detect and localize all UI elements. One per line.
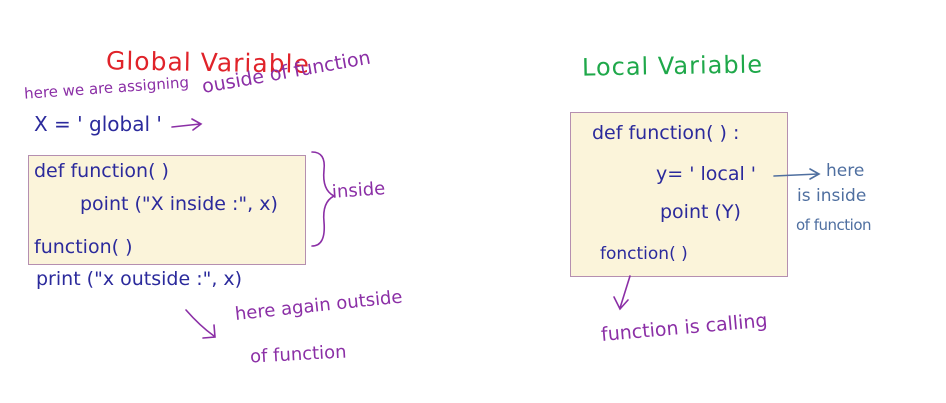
local-code-box <box>570 112 788 277</box>
local-code-line-3: point (Y) <box>660 201 741 223</box>
outside-arrow-icon <box>171 118 203 131</box>
again-outside-arrow-icon <box>185 309 216 339</box>
global-code-line-2: point ("X inside :", x) <box>80 193 278 215</box>
global-code-box <box>28 155 306 265</box>
local-inside-arrow-icon <box>773 168 821 180</box>
local-code-line-2: y= ' local ' <box>656 163 757 185</box>
again-outside-note-line-2: of function <box>249 341 348 368</box>
inside-label: inside <box>331 178 386 203</box>
here-inside-note-line-1: here <box>826 161 865 181</box>
here-inside-note-line-2: is inside <box>797 186 867 206</box>
inside-brace-icon <box>311 151 336 247</box>
local-code-line-4: fonction( ) <box>600 244 688 264</box>
global-assignment: X = ' global ' <box>34 112 162 136</box>
global-print-outside: print ("x outside :", x) <box>36 268 243 290</box>
global-code-line-1: def function( ) <box>34 160 169 182</box>
here-inside-note-line-3: of function <box>796 216 872 234</box>
calling-arrow-icon <box>613 275 631 311</box>
global-code-line-3: function( ) <box>34 236 133 258</box>
local-code-line-1: def function( ) : <box>592 122 740 144</box>
local-title: Local Variable <box>581 50 764 82</box>
